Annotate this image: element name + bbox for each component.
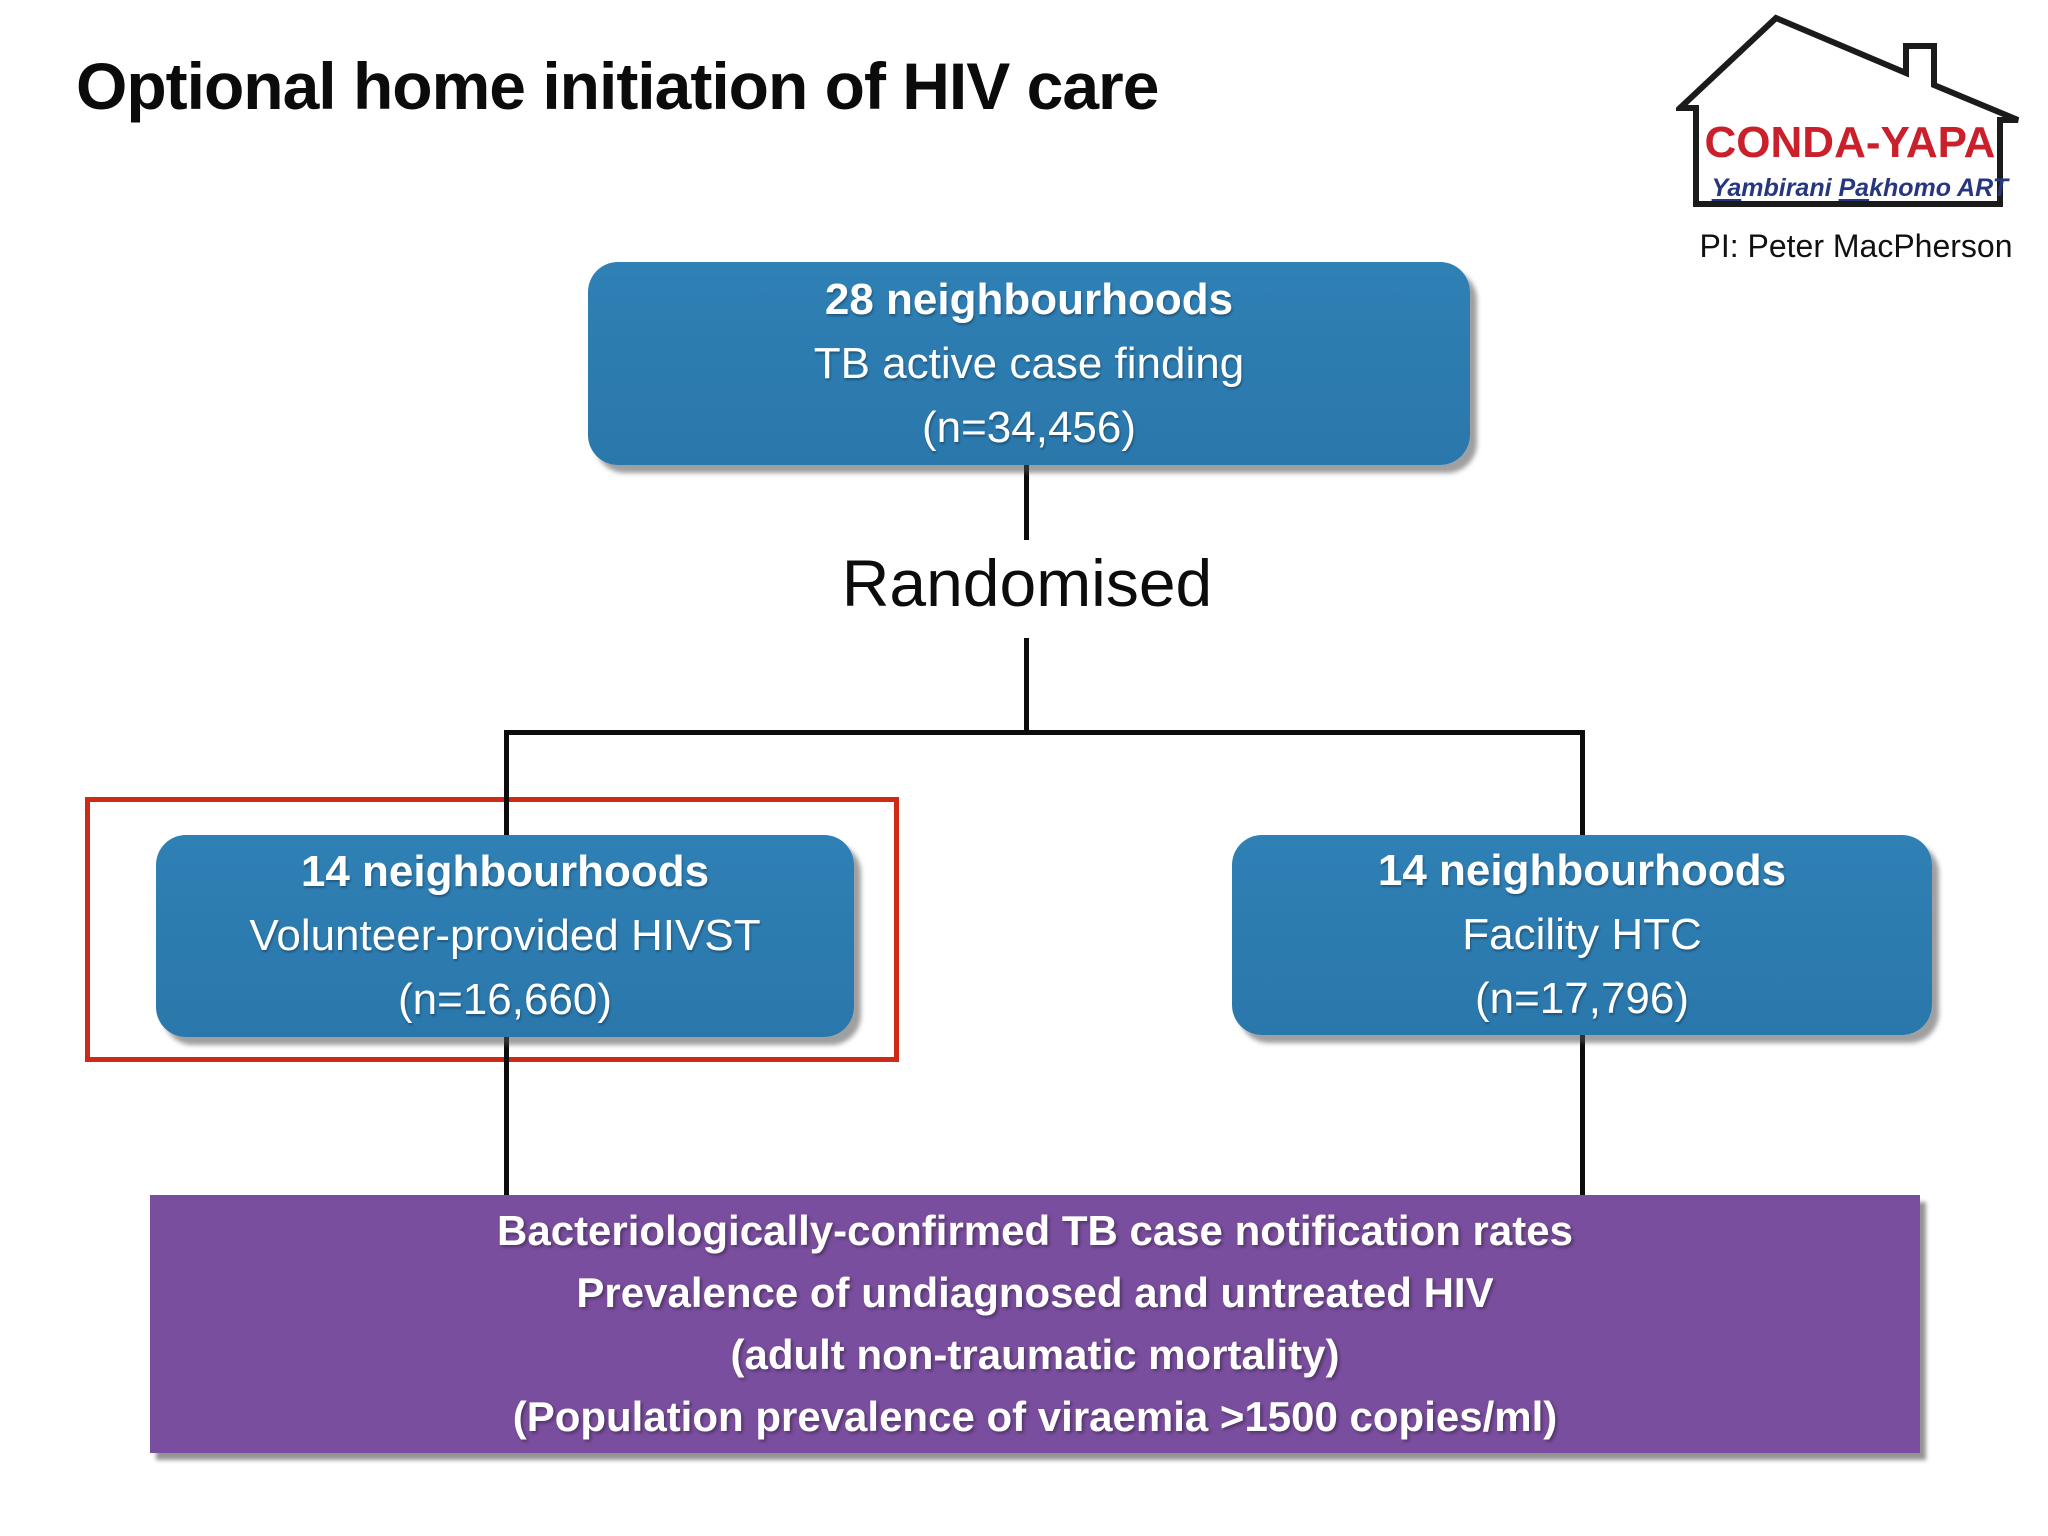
enrolment-box: 28 neighbourhoods TB active case finding…	[588, 262, 1470, 465]
logo-subtitle: Yambirani Pakhomo ART	[1692, 174, 2008, 203]
box-line: (Population prevalence of viraemia >1500…	[512, 1393, 1558, 1440]
connector-branch-horizontal	[504, 730, 1584, 735]
box-line: (n=34,456)	[921, 402, 1137, 452]
box-line: 14 neighbourhoods	[1377, 846, 1787, 895]
logo-wordmark: CONDA-YAPA	[1704, 118, 1996, 167]
slide-title: Optional home initiation of HIV care	[76, 49, 1159, 123]
logo-subtitle-part: mbirani	[1741, 174, 1839, 202]
logo-subtitle-part: Ya	[1711, 174, 1742, 202]
house-icon	[1676, 14, 2020, 207]
box-line: Bacteriologically-confirmed TB case noti…	[497, 1207, 1573, 1254]
connector-topbox-to-randomised	[1024, 462, 1029, 540]
box-line: TB active case finding	[813, 338, 1245, 388]
randomised-label: Randomised	[841, 546, 1213, 620]
outcomes-box: Bacteriologically-confirmed TB case noti…	[150, 1195, 1920, 1453]
principal-investigator-label: PI: Peter MacPherson	[1699, 228, 2013, 264]
box-line: (n=17,796)	[1474, 974, 1690, 1023]
box-line: 14 neighbourhoods	[300, 847, 710, 896]
connector-randomised-to-branch	[1024, 638, 1029, 733]
logo-subtitle-part: khomo ART	[1869, 174, 2008, 202]
box-line: Facility HTC	[1462, 910, 1702, 959]
hivst-arm-box: 14 neighbourhoods Volunteer-provided HIV…	[156, 835, 854, 1037]
facility-arm-box: 14 neighbourhoods Facility HTC (n=17,796…	[1232, 835, 1932, 1035]
box-line: Volunteer-provided HIVST	[249, 911, 761, 960]
conda-yapa-logo: CONDA-YAPA Yambirani Pakhomo ART PI: Pet…	[1676, 10, 2036, 270]
box-line: Prevalence of undiagnosed and untreated …	[576, 1269, 1494, 1316]
box-line: (n=16,660)	[397, 975, 613, 1024]
box-line: 28 neighbourhoods	[824, 274, 1234, 324]
logo-subtitle-part: Pa	[1838, 174, 1870, 202]
highlight-rectangle	[85, 797, 899, 1062]
box-line: (adult non-traumatic mortality)	[730, 1331, 1340, 1378]
